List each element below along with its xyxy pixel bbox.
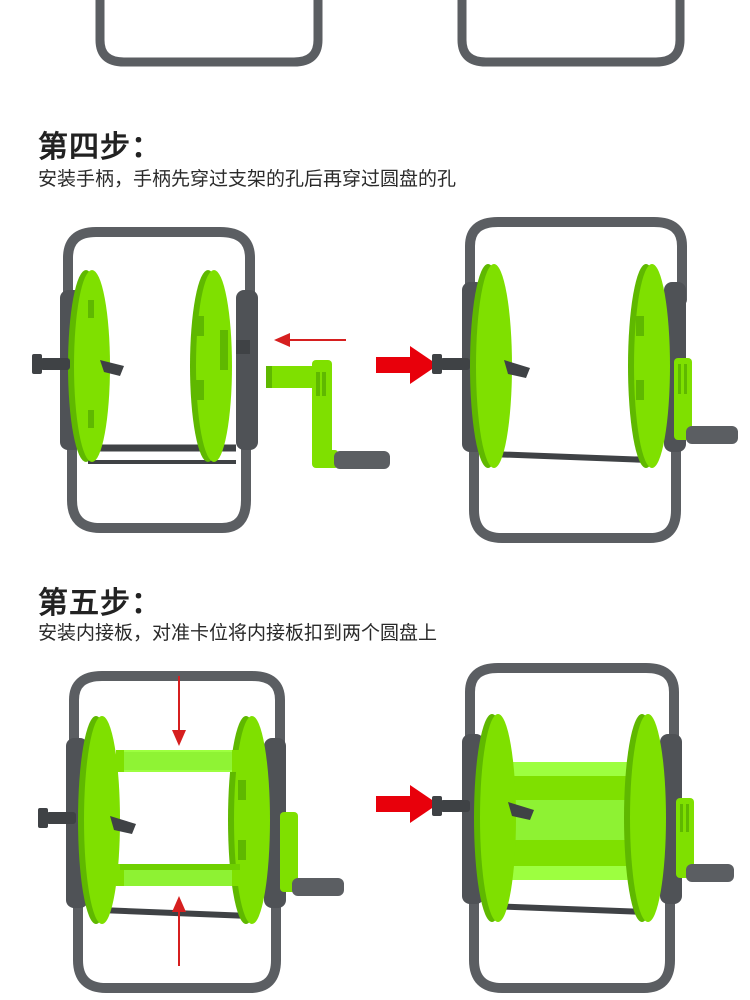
step-four-description: 安装手柄，手柄先穿过支架的孔后再穿过圆盘的孔 — [38, 168, 457, 190]
previous-step-frame-right — [457, 0, 685, 67]
previous-step-frame-left — [95, 0, 323, 67]
step-four-title: 第四步： — [38, 130, 162, 165]
step-five-description: 安装内接板，对准卡位将内接板扣到两个圆盘上 — [38, 622, 438, 644]
step-five-title: 第五步： — [38, 586, 162, 621]
